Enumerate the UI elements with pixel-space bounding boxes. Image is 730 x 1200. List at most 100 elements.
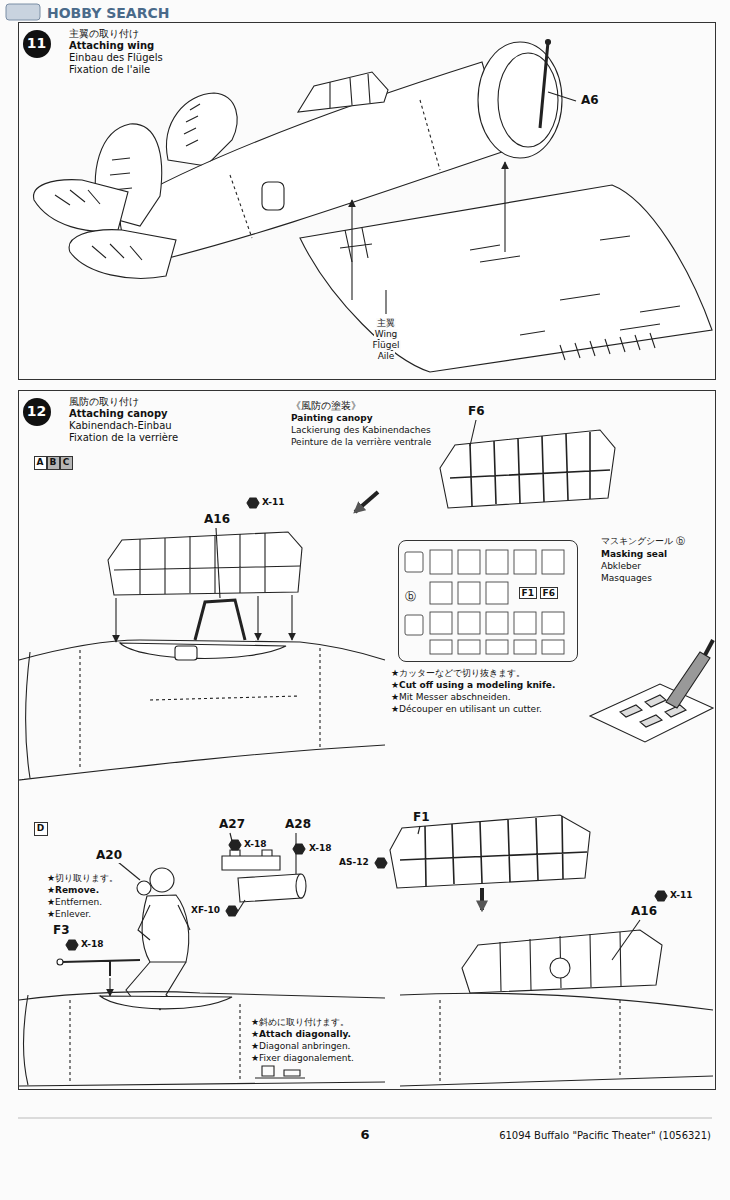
note-text: ★Entfernen.: [46, 897, 103, 907]
node-text: Fixation de la verrière: [69, 432, 178, 444]
node-text: Fixation de l'aile: [69, 64, 150, 76]
leader-line: [238, 900, 245, 911]
watermark-logo: [6, 4, 40, 20]
masking-pieces: [430, 640, 452, 654]
note-text: ★切り取ります。: [46, 873, 119, 883]
paint-icon: [293, 844, 305, 854]
leader-line: [612, 920, 640, 960]
part-label: XF-10: [190, 905, 221, 915]
canopy-step-art: [19, 420, 713, 780]
version-mark: C: [60, 456, 73, 470]
assembly-arrow: [109, 978, 110, 996]
wing: [300, 185, 712, 372]
knife: [666, 652, 710, 708]
node-label: B: [50, 457, 57, 467]
lower-stabilizer: [69, 230, 176, 279]
masking-pieces: [458, 640, 480, 654]
fin-ribs: [110, 158, 132, 190]
note-text: ★Cut off using a modeling knife.: [390, 680, 556, 690]
node-text: F1: [519, 587, 537, 599]
masking-pieces: [486, 582, 508, 604]
note-text: マスキングシール ⓑ: [600, 536, 686, 546]
note-text: 主翼: [376, 318, 396, 328]
antenna-tip: [546, 40, 551, 45]
part-label: X-18: [243, 839, 267, 849]
detail-sketch: [255, 1066, 305, 1078]
side-window: [262, 182, 284, 210]
cylinder-end: [296, 874, 306, 898]
canopy-painting-frames: [450, 432, 610, 506]
cockpit-opening: [100, 996, 232, 1009]
pilot-arms: [138, 905, 190, 940]
note-text: Peinture de la verrière ventrale: [290, 437, 432, 447]
note-text: ★Remove.: [46, 885, 100, 895]
canopy-installed-frames: [500, 932, 621, 991]
node-label: 12: [27, 403, 46, 419]
canopy-frames: [400, 816, 587, 886]
leader-line: [548, 92, 576, 101]
assembly-arrow: [115, 598, 116, 642]
rod-knob: [57, 959, 63, 965]
watermark-logo: [6, 4, 40, 20]
part-label: A28: [284, 818, 312, 832]
masking-pieces: [542, 640, 564, 654]
part-label: A16: [203, 513, 231, 527]
part-label: F1: [412, 811, 431, 825]
assembly-arrow: [504, 162, 505, 252]
masking-pieces: [458, 550, 480, 574]
part-label: AS-12: [338, 857, 370, 867]
canopy: [298, 72, 388, 112]
masking-pieces: [514, 640, 536, 654]
note-text: ★Enlever.: [46, 909, 92, 919]
note-text: 《風防の塗装》: [290, 400, 362, 412]
note-text: Aile: [377, 351, 396, 361]
footer-rule: [18, 1117, 712, 1118]
canopy-part: [390, 815, 590, 888]
version-mark: A: [34, 456, 47, 470]
panel-lines: [440, 1000, 620, 1084]
canopy-installed: [462, 930, 662, 993]
assembly-arrow: [257, 596, 258, 640]
step-number: 11: [23, 30, 51, 58]
pilot-head: [150, 868, 174, 892]
step-number: 12: [23, 398, 51, 426]
part-label: F3: [52, 924, 71, 938]
canopy-frames: [114, 533, 300, 594]
version-mark: D: [34, 822, 48, 836]
version-mark: B: [47, 456, 60, 470]
fuselage-top: [19, 640, 385, 660]
wing-step-art: [34, 40, 712, 373]
frame-part: [195, 600, 245, 640]
paint-icon: [66, 940, 78, 950]
masking-pieces: [458, 582, 480, 604]
masking-pieces: [486, 550, 508, 574]
fuselage-bottom: [19, 745, 385, 780]
node-text: F6: [540, 587, 558, 599]
assembly-arrow: [291, 595, 292, 640]
note-text: Masking seal: [600, 549, 668, 559]
seat: [175, 646, 197, 660]
note-text: ★カッターなどで切り抜きます。: [390, 668, 526, 678]
landing-gear: [340, 228, 372, 262]
pilot-legs: [126, 962, 186, 1000]
part-label: A20: [95, 849, 123, 863]
part-label: A27: [218, 818, 246, 832]
paint-icon: [229, 840, 241, 850]
masking-pieces: [405, 550, 564, 654]
masking-pieces: [430, 582, 452, 604]
cowling: [478, 42, 562, 158]
node-text: Einbau des Flügels: [69, 52, 163, 64]
antenna: [540, 42, 548, 128]
paint-icon: [226, 906, 238, 916]
near-stabilizer-ribs: [55, 190, 100, 205]
oxygen-mask: [137, 881, 151, 895]
fuselage-panel-lines: [230, 100, 440, 238]
assembly-arrow: [351, 200, 352, 300]
masking-pieces: [542, 550, 564, 574]
node-text: Attaching canopy: [69, 408, 168, 420]
direction-arrow: [480, 888, 484, 910]
note-text: Painting canopy: [290, 413, 374, 423]
leader-line: [418, 826, 420, 834]
pilot-step-art: [18, 815, 713, 1118]
